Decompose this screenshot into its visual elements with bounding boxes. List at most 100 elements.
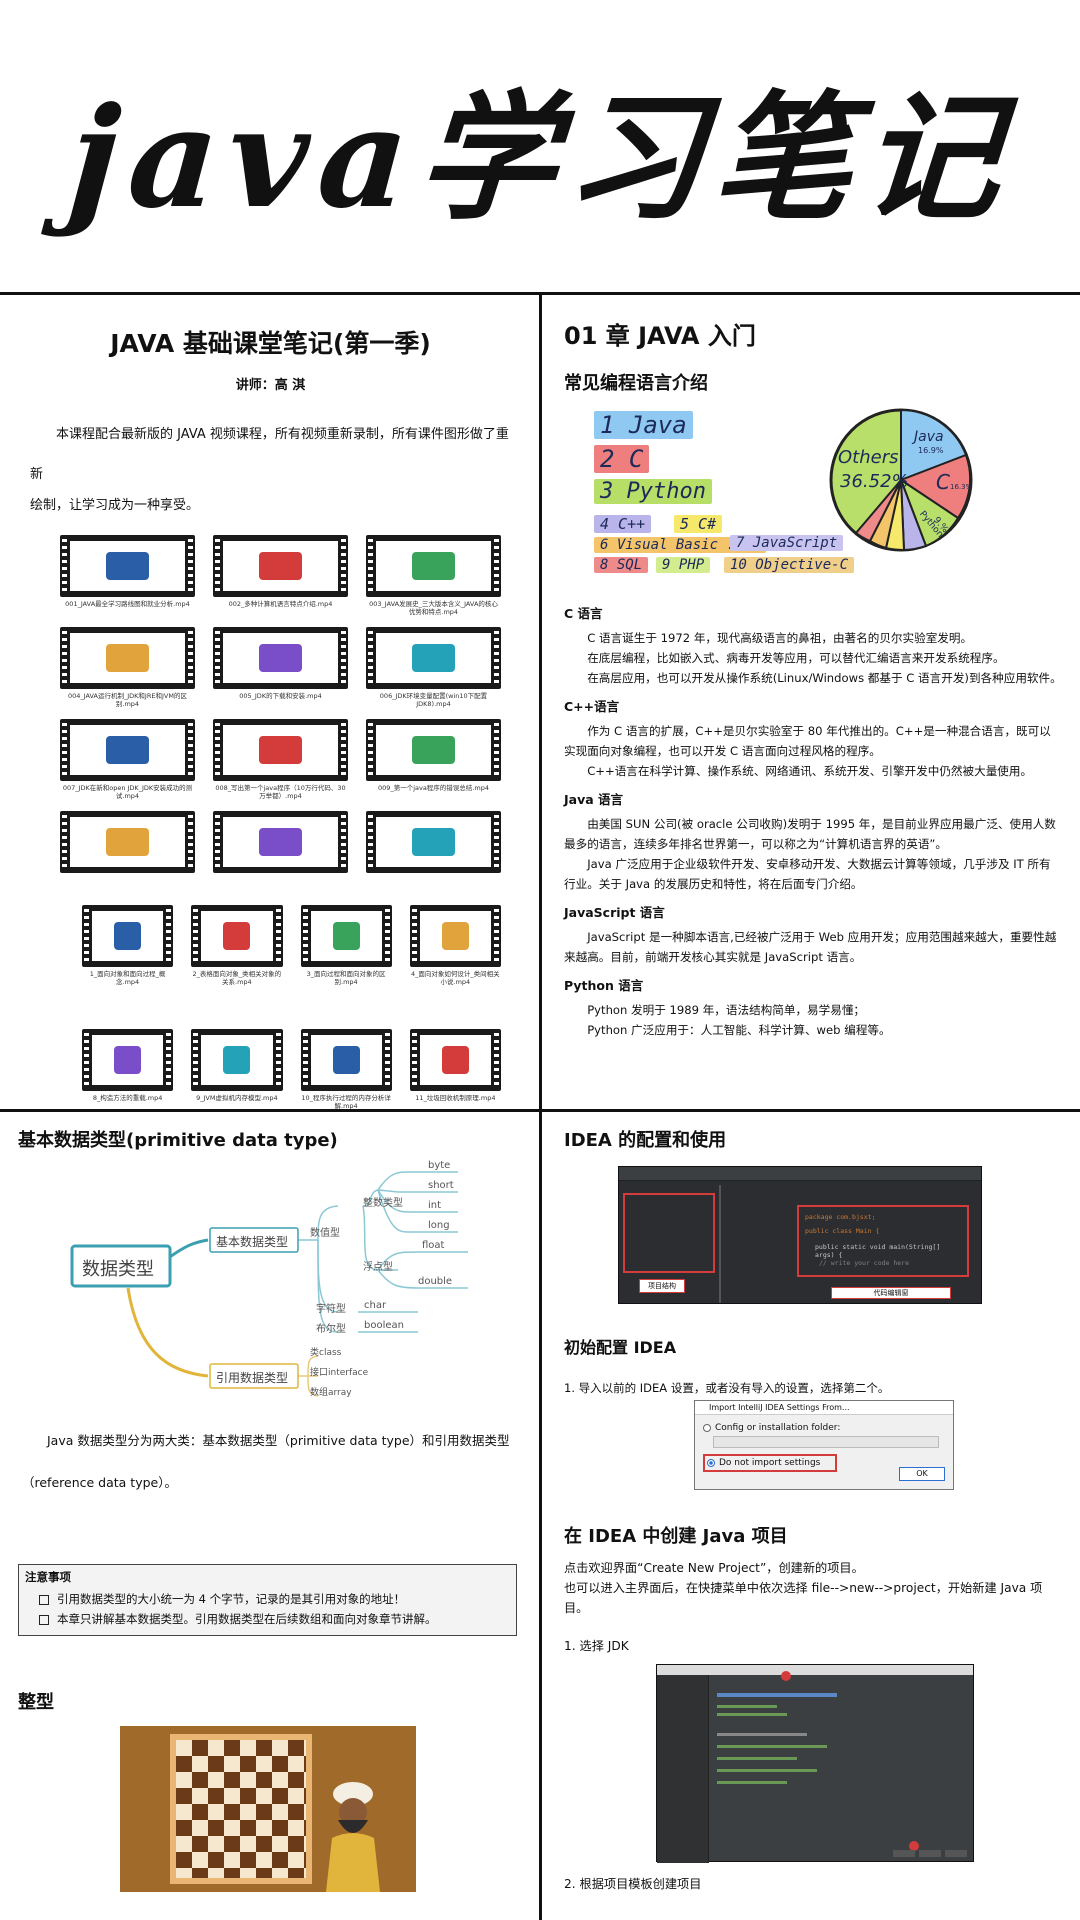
java-title: Java 语言 [564,792,624,807]
folder-path-input[interactable] [713,1436,939,1448]
video-thumbnail[interactable]: 4_面向对象如何设计_类间相关小说.mp4 [409,905,501,987]
datatype-desc-2: （reference data type）。 [22,1475,177,1490]
mind-char: char [364,1300,387,1311]
c-line-1: C 语言诞生于 1972 年，现代高级语言的鼻祖，由著名的贝尔实验室发明。 [587,631,973,645]
lang-chip: 5 C# [674,515,723,533]
mind-float: float [422,1240,445,1251]
radio-no-import-label: Do not import settings [719,1458,821,1468]
pie-label-c: C [936,470,950,494]
video-thumbnail[interactable]: 006_JDK环境变量配置(win10下配置JDK8).mp4 [366,627,501,709]
film-frame [82,905,174,967]
thumb-graphic [105,736,150,764]
radio-no-import[interactable] [707,1459,715,1467]
ide-code-line: // write your code here [819,1259,910,1267]
panel-idea: IDEA 的配置和使用 package com.bjsxt; public cl… [542,1112,1080,1920]
film-frame [366,535,501,597]
notice-item: 引用数据类型的大小统一为 4 个字节，记录的是其引用对象的地址！ [25,1589,508,1609]
film-frame [191,905,283,967]
mind-boolean: boolean [364,1320,404,1331]
thumb-graphic [332,922,360,950]
language-ranking-image: 1 Java 2 C 3 Python 4 C++ 5 C# 6 Visual … [594,405,1062,595]
film-frame [82,1029,174,1091]
video-thumbnail[interactable] [60,811,195,893]
java-line-2: Java 广泛应用于企业级软件开发、安卓移动开发、大数据云计算等领域，几乎涉及 … [564,857,1051,891]
mind-float-type: 浮点型 [363,1262,393,1273]
chess-board [170,1734,312,1884]
film-frame [366,627,501,689]
video-thumbnail[interactable]: 004_JAVA运行机制_JDK和JRE和JVM的区别.mp4 [60,627,195,709]
datatype-desc-1: Java 数据类型分为两大类：基本数据类型（primitive data typ… [47,1433,510,1448]
c-line-2: 在底层编程，比如嵌入式、病毒开发等应用，可以替代汇编语言来开发系统程序。 [587,651,1005,665]
video-thumbnail[interactable]: 003_JAVA发展史_三大版本含义_JAVA的核心优势和特点.mp4 [366,535,501,617]
video-thumbnail[interactable]: 9_JVM虚拟机内存模型.mp4 [191,1029,283,1109]
chapter-title: 01 章 JAVA 入门 [564,322,756,350]
horizontal-divider [0,1109,1080,1112]
video-caption: 008_写出第一个java程序（10万行代码、30万举都）.mp4 [215,784,346,801]
video-thumbnail[interactable]: 007_JDK在新和open JDK_JDK安装成功的测试.mp4 [60,719,195,801]
video-caption: 4_面向对象如何设计_类间相关小说.mp4 [411,970,500,987]
notice-title: 注意事项 [25,1570,71,1584]
radio-config-folder[interactable] [703,1424,711,1432]
video-thumbnail[interactable]: 3_面向过程和面向对象的区别.mp4 [300,905,392,987]
new-project-screenshot [656,1664,974,1863]
video-thumbnail[interactable]: 8_构造方法的重载.mp4 [82,1029,174,1109]
thumb-graphic [105,828,150,856]
mind-integer: 整数类型 [363,1198,403,1209]
thumb-graphic [332,1046,360,1074]
video-caption: 009_第一个java程序的错误总结.mp4 [378,784,489,792]
thumb-graphic [223,1046,251,1074]
film-frame [213,811,348,873]
mind-class: 类class [310,1348,342,1358]
video-thumbnail[interactable]: 10_程序执行过程的内存分析详解.mp4 [300,1029,392,1109]
lang-chip: 9 PHP [656,557,711,573]
ok-button[interactable]: OK [899,1467,945,1481]
mind-ref: 引用数据类型 [216,1371,289,1385]
video-caption: 8_构造方法的重载.mp4 [92,1094,163,1102]
video-thumbnail[interactable]: 008_写出第一个java程序（10万行代码、30万举都）.mp4 [213,719,348,801]
notice-item: 本章只讲解基本数据类型。引用数据类型在后续数组和面向对象章节讲解。 [25,1609,508,1629]
video-caption: 003_JAVA发展史_三大版本含义_JAVA的核心优势和特点.mp4 [369,600,498,617]
ide-code-line: public static void main(String[] args) { [815,1243,941,1259]
film-frame [409,1029,501,1091]
video-thumbnail[interactable]: 009_第一个java程序的错误总结.mp4 [366,719,501,801]
video-caption: 11_垃圾回收机制原理.mp4 [415,1094,496,1102]
chess-illustration [120,1726,416,1892]
mind-short: short [428,1180,454,1191]
video-thumbnail[interactable] [213,811,348,893]
video-thumbnail[interactable]: 005_JDK的下载和安装.mp4 [213,627,348,709]
video-thumbnail[interactable]: 11_垃圾回收机制原理.mp4 [409,1029,501,1109]
thumb-graphic [258,736,303,764]
thumb-graphic [411,644,456,672]
integer-title: 整型 [18,1692,54,1713]
mind-long: long [428,1220,450,1231]
pie-label-others-pct: 36.52% [840,471,909,492]
video-thumbnail[interactable]: 1_面向对象和面向过程_概念.mp4 [82,905,174,987]
thumb-graphic [258,644,303,672]
dialog-title: Import IntelliJ IDEA Settings From... [695,1401,953,1415]
video-caption: 007_JDK在新和open JDK_JDK安装成功的测试.mp4 [62,784,193,801]
intro-line-2: 绘制，让学习成为一种享受。 [30,498,200,513]
video-thumbnail[interactable] [366,811,501,893]
cpp-title: C++语言 [564,699,620,714]
python-title: Python 语言 [564,978,644,993]
film-frame [366,719,501,781]
thumb-graphic [411,736,456,764]
mind-int: int [428,1200,442,1211]
video-thumbnail[interactable]: 2_表格面向对象_类相关对象的关系.mp4 [191,905,283,987]
thumb-graphic [105,644,150,672]
mind-interface: 接口interface [310,1368,369,1378]
video-thumbnail[interactable]: 002_多种计算机语言特点介绍.mp4 [213,535,348,617]
thumb-graphic [114,922,142,950]
video-caption: 10_程序执行过程的内存分析详解.mp4 [301,1094,391,1109]
step-template: 2. 根据项目模板创建项目 [564,1877,702,1891]
section-title: 常见编程语言介绍 [564,373,708,394]
film-frame [60,719,195,781]
datatype-title: 基本数据类型(primitive data type) [18,1130,338,1151]
idea-title: IDEA 的配置和使用 [564,1130,727,1151]
film-frame [213,719,348,781]
video-thumbnail[interactable]: 001_JAVA最全学习路线图和就业分析.mp4 [60,535,195,617]
lang-chip: 4 C++ [594,515,652,533]
notes-grid: JAVA 基础课堂笔记(第一季) 讲师：高 淇 本课程配合最新版的 JAVA 视… [0,292,1080,1920]
